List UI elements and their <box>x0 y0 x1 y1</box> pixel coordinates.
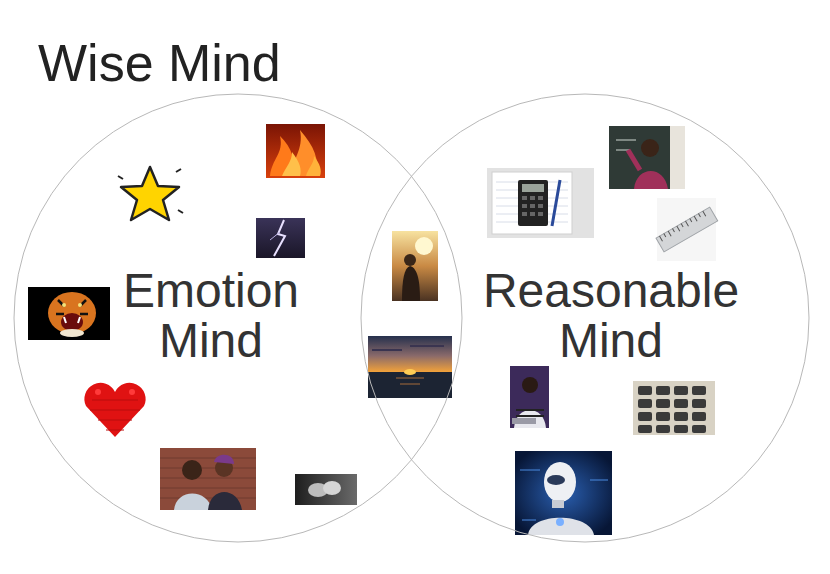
keypad-picture <box>633 381 715 435</box>
circle-label: Emotion Mind <box>96 266 326 366</box>
calculator-notebook-picture <box>487 168 594 238</box>
star-picture <box>118 167 183 220</box>
diagram-title: Wise Mind <box>38 33 281 93</box>
sunlight-picture <box>392 231 438 301</box>
circle-label-block: Reasonable Mind <box>461 266 761 366</box>
ruler-picture <box>656 198 718 261</box>
circle-line <box>14 94 462 542</box>
laptop-picture <box>510 366 549 428</box>
friends-picture <box>160 448 256 510</box>
sunset-picture <box>368 336 452 398</box>
robot-picture <box>515 451 612 535</box>
lightning-picture <box>256 218 305 258</box>
heart-picture <box>84 383 145 437</box>
hands-picture <box>295 474 357 505</box>
teacher-picture <box>609 126 685 189</box>
tiger-picture <box>28 287 110 340</box>
fire-picture <box>266 124 325 178</box>
venn-circle: Emotion Mind <box>13 93 463 543</box>
venn-circle: Reasonable Mind <box>360 93 810 543</box>
circle-line <box>361 94 809 542</box>
circle-label-block: Emotion Mind <box>96 266 326 366</box>
circle-label: Reasonable Mind <box>461 266 761 366</box>
